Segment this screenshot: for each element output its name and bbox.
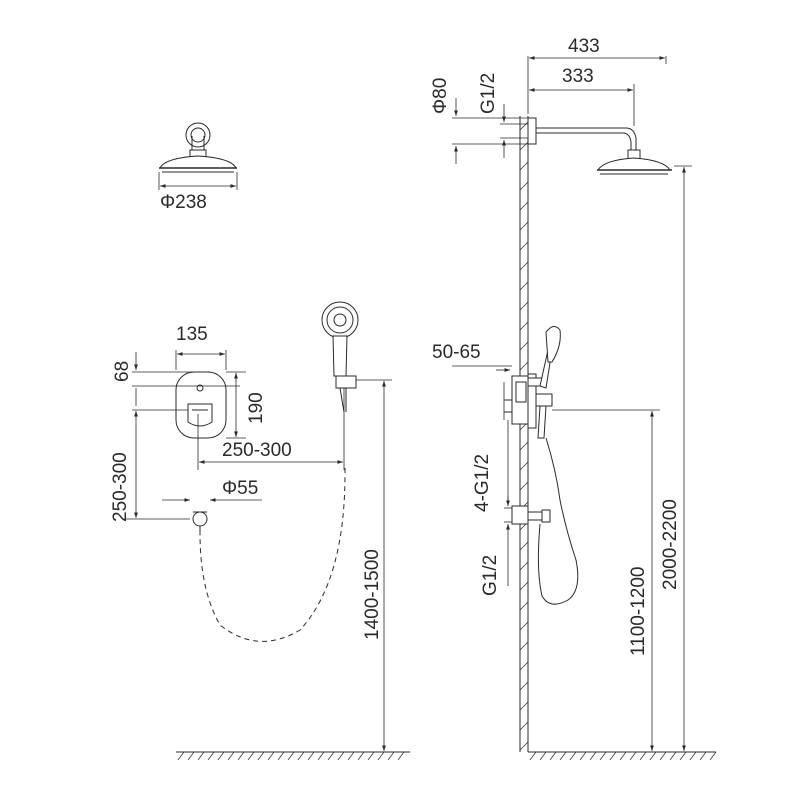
hand-height-label: 1400-1500: [362, 549, 383, 640]
plate-top-label: 68: [112, 361, 133, 382]
outlet-thread-label: G1/2: [480, 555, 501, 596]
wall-depth-label: 50-65: [432, 342, 481, 363]
arm-thread-label: G1/2: [478, 73, 499, 114]
arm-inner-label: 333: [562, 66, 594, 87]
plate-offset-v-label: 250-300: [110, 452, 131, 522]
plate-width-label: 135: [176, 324, 208, 345]
valve-plate-front-view: [126, 350, 345, 533]
spout-diameter-label: Φ55: [222, 478, 258, 499]
head-diameter-label: Φ238: [160, 192, 207, 213]
valve-height-label: 1100-1200: [628, 567, 649, 656]
head-height-label: 2000-2200: [660, 499, 681, 590]
hand-shower-front-view: [176, 301, 410, 761]
valve-thread-label: 4-G1/2: [472, 454, 493, 512]
side-elevation-view: [452, 56, 717, 761]
arm-outer-label: 433: [568, 36, 600, 57]
flange-diameter-label: Φ80: [430, 78, 451, 114]
plate-height-label: 190: [246, 392, 267, 424]
shower-head-front-view: [158, 122, 238, 190]
plate-offset-h-label: 250-300: [222, 440, 292, 461]
